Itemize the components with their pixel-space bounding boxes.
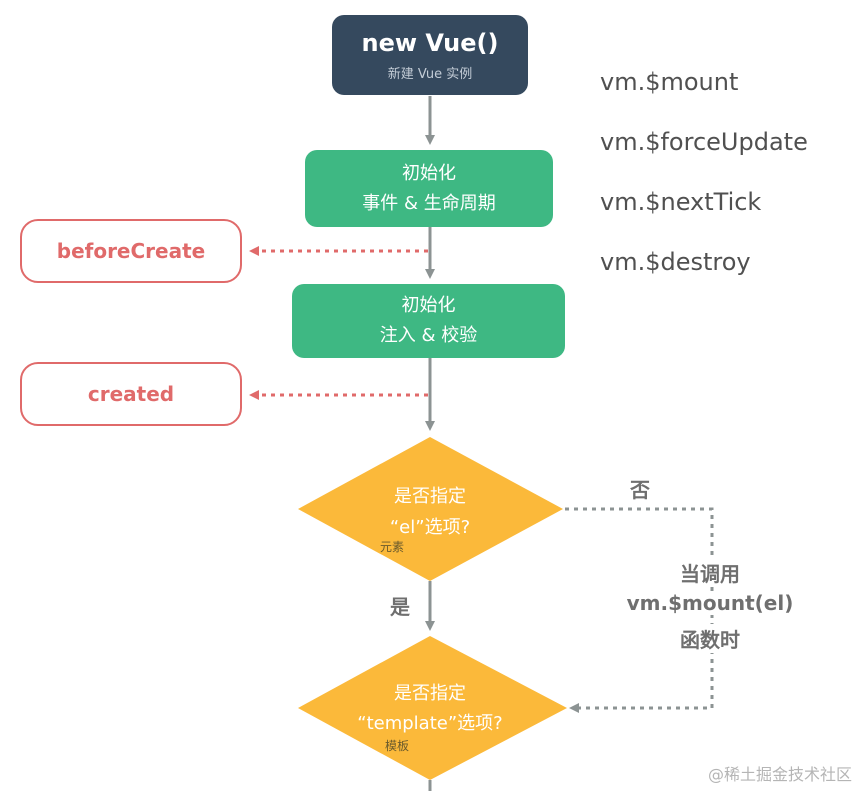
decision-el-line2: “el”选项? [389,517,471,538]
new-vue-node: new Vue() 新建 Vue 实例 [332,15,528,95]
mount-note-line1: 当调用 [600,558,820,587]
init-inject-line1: 初始化 [401,295,456,316]
mount-note-line2: vm.$mount(el) [600,591,820,615]
hook-created: created [20,362,242,426]
api-nextTick: vm.$nextTick [600,188,762,216]
hook-beforeCreate: beforeCreate [20,219,242,283]
decision-el-diamond [298,437,563,581]
decision-template-line1: 是否指定 [394,683,466,704]
decision-template-note: 模板 [385,739,410,753]
api-destroy: vm.$destroy [600,248,751,276]
decision-el-line1: 是否指定 [394,486,466,507]
decision-template-line2: “template”选项? [357,713,503,734]
mount-note-line3: 函数时 [600,624,820,653]
init-injections-reactivity-node: 初始化 注入 & 校验 [292,284,565,358]
api-mount: vm.$mount [600,68,739,96]
watermark: @稀土掘金技术社区 [707,765,852,784]
decision-template-diamond [298,636,567,780]
init-events-lifecycle-node: 初始化 事件 & 生命周期 [305,150,553,227]
init-events-line1: 初始化 [402,162,456,184]
label-yes: 是 [390,595,410,619]
new-vue-title: new Vue() [361,28,499,57]
label-no: 否 [630,478,650,502]
init-inject-line2: 注入 & 校验 [379,325,478,346]
decision-el-note: 元素 [380,540,405,554]
init-events-line2: 事件 & 生命周期 [362,192,496,214]
new-vue-subtitle: 新建 Vue 实例 [387,66,473,82]
api-forceUpdate: vm.$forceUpdate [600,128,808,156]
